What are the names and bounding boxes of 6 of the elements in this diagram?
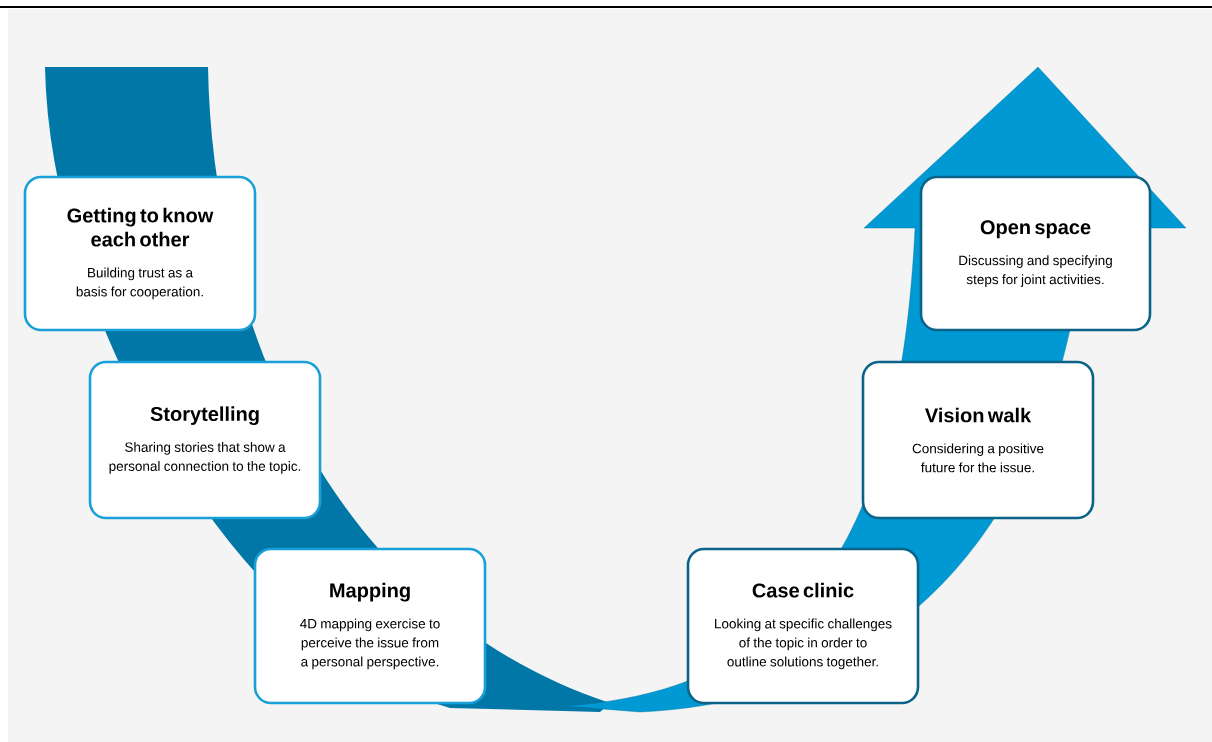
step-box: Mapping 4D mapping exercise to perceive the issue from a personal perspective.	[253, 547, 487, 705]
step-box: Case clinic Looking at specific challenges of the topic in order to outline solutions together.	[686, 547, 920, 705]
step-box: Open space Discussing and specifying steps for joint activities.	[919, 175, 1152, 332]
step-box: Getting to know each other Building trust as a basis for cooperation.	[23, 175, 257, 332]
step-box: Vision walk Considering a positive future for the issue.	[861, 360, 1095, 520]
step-box: Storytelling Sharing stories that show a personal connection to the topic.	[88, 360, 322, 520]
